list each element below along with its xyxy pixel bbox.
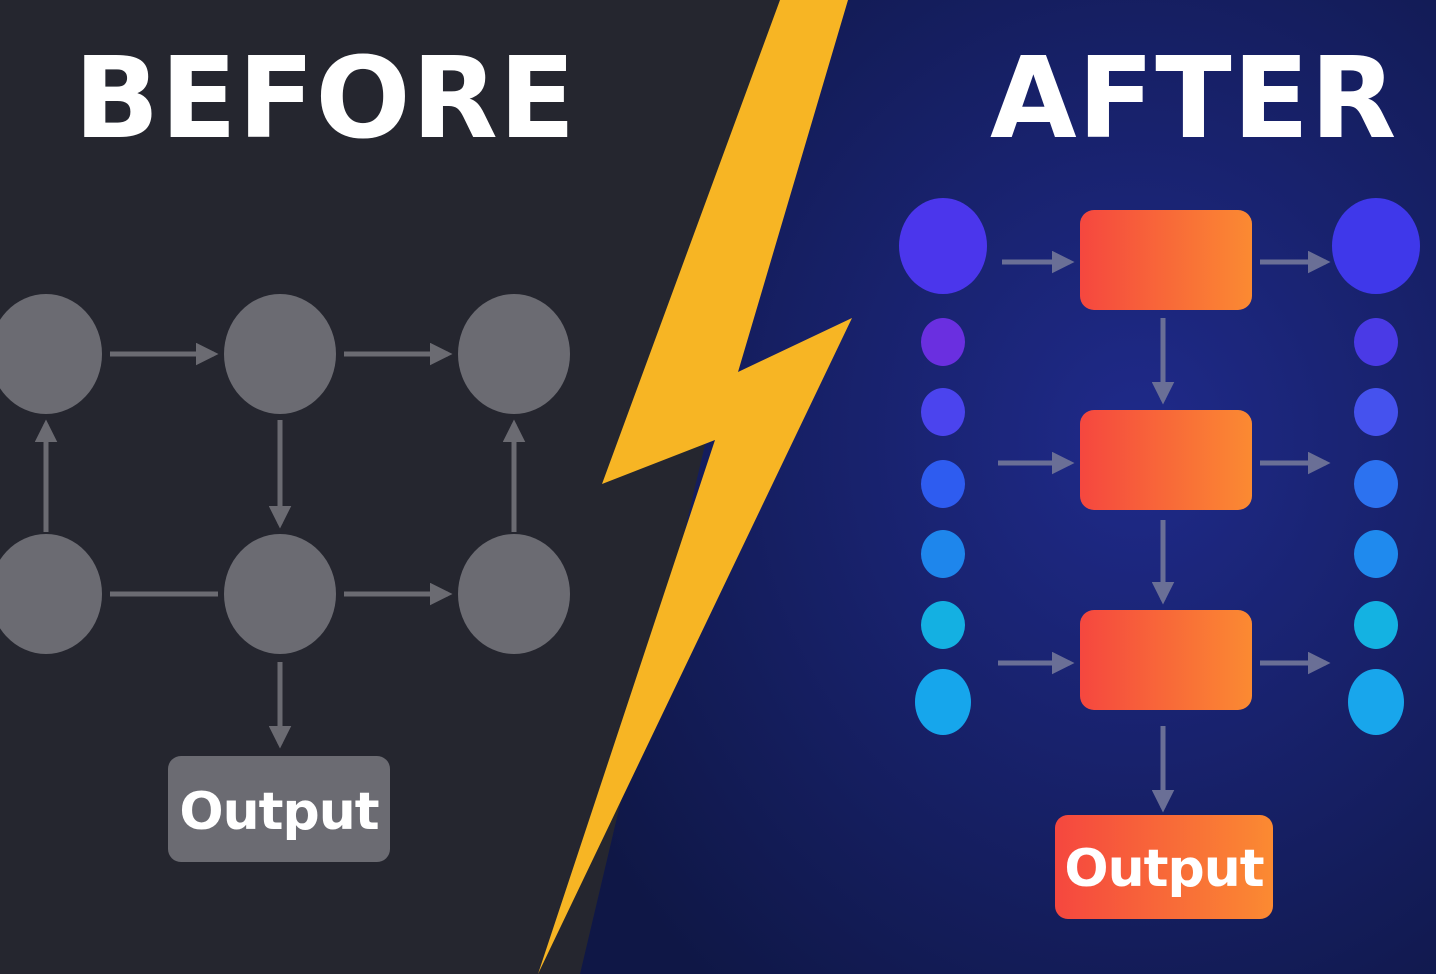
after-input-node xyxy=(899,198,987,294)
after-dot xyxy=(1354,530,1398,578)
before-diagram: Output xyxy=(0,294,570,862)
before-output-box xyxy=(168,756,390,862)
after-dot xyxy=(1354,388,1398,436)
after-left-dot-column xyxy=(899,198,987,735)
after-process-block xyxy=(1080,410,1252,510)
after-dot xyxy=(1354,318,1398,366)
after-right-dot-column xyxy=(1332,198,1420,735)
before-node xyxy=(0,534,102,654)
after-process-block xyxy=(1080,210,1252,310)
lightning-bolt-icon xyxy=(538,0,852,974)
after-dot xyxy=(921,530,965,578)
after-dot xyxy=(921,460,965,508)
after-dot xyxy=(921,388,965,436)
after-dot xyxy=(921,601,965,649)
after-process-block xyxy=(1080,610,1252,710)
after-dot xyxy=(915,669,971,735)
before-node xyxy=(0,294,102,414)
before-node xyxy=(458,294,570,414)
after-output-box xyxy=(1055,815,1273,919)
before-node xyxy=(458,534,570,654)
after-input-node xyxy=(1332,198,1420,294)
before-title: BEFORE xyxy=(74,34,577,164)
after-dot xyxy=(1354,460,1398,508)
after-dot xyxy=(921,318,965,366)
before-node xyxy=(224,534,336,654)
before-node xyxy=(224,294,336,414)
after-dot xyxy=(1354,601,1398,649)
before-output-label: Output xyxy=(179,782,378,842)
after-dot xyxy=(1348,669,1404,735)
after-output-label: Output xyxy=(1064,839,1263,899)
after-title: AFTER xyxy=(990,34,1398,164)
after-diagram: Output xyxy=(899,198,1420,919)
